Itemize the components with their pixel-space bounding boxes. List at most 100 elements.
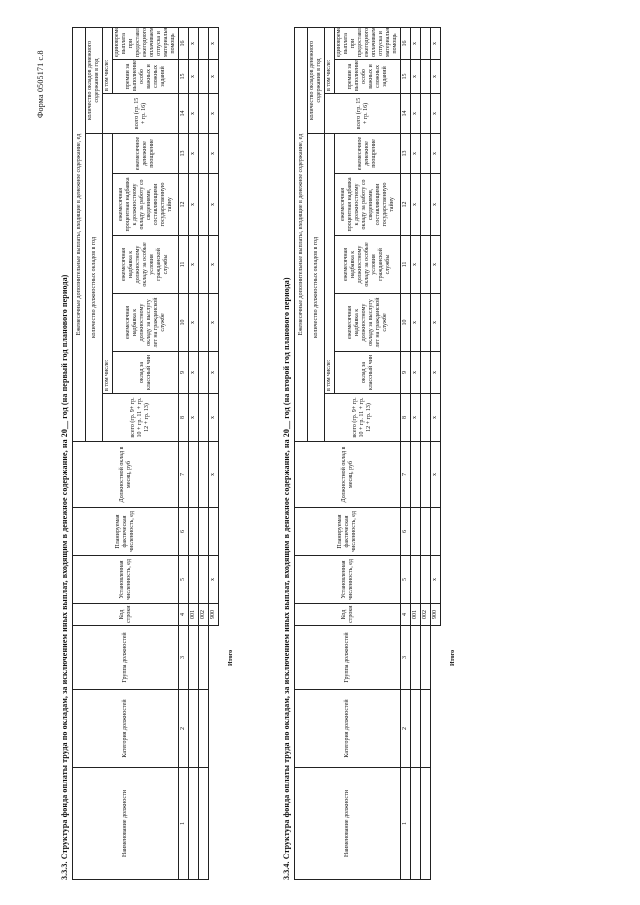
- cell-value[interactable]: [420, 293, 431, 352]
- cell-name[interactable]: [188, 767, 199, 880]
- header-vacation: единовременная выплата при предоставлени…: [112, 27, 179, 60]
- cell-value[interactable]: [198, 173, 209, 236]
- header-seniority: ежемесячная надбавка к должностному окла…: [112, 293, 179, 352]
- cell-value[interactable]: [420, 351, 431, 394]
- header-premium: премии за выполнение особо важных и слож…: [334, 59, 401, 94]
- cell-x: x: [208, 555, 219, 604]
- cell-planned[interactable]: [198, 507, 209, 556]
- cell-salary[interactable]: [420, 441, 431, 508]
- cell-x: x: [430, 93, 441, 134]
- cell-salary[interactable]: [198, 441, 209, 508]
- cell-x: x: [208, 441, 219, 508]
- cell-value[interactable]: [198, 235, 209, 294]
- header-qty-salaries: количество должностных окладов в год: [85, 133, 103, 442]
- cell-x: x: [430, 235, 441, 294]
- col-num: 14: [400, 93, 411, 134]
- header-class-rank: оклад за классный чин: [334, 351, 401, 394]
- cell-staff[interactable]: [410, 555, 421, 604]
- col-num: 5: [178, 555, 189, 604]
- cell-x: x: [430, 293, 441, 352]
- cell-x: x: [188, 235, 199, 294]
- cell-total-8[interactable]: [420, 393, 431, 442]
- col-num: 13: [178, 133, 189, 174]
- section-3-3-3: 3.3.3. Структура фонда оплаты труда по о…: [60, 27, 234, 880]
- cell-x: x: [188, 93, 199, 134]
- cell-name[interactable]: [410, 767, 421, 880]
- header-premium: премии за выполнение особо важных и слож…: [112, 59, 179, 94]
- cell-x: x: [430, 133, 441, 174]
- spacer: [209, 626, 219, 880]
- cell-name[interactable]: [198, 767, 209, 880]
- total-label: Итого: [228, 649, 234, 666]
- cell-group[interactable]: [420, 625, 431, 690]
- cell-value[interactable]: [198, 93, 209, 134]
- section-title: 3.3.4. Структура фонда оплаты труда по о…: [282, 277, 291, 880]
- cell-value[interactable]: [420, 27, 431, 60]
- table-row: 002: [198, 27, 209, 880]
- cell-staff[interactable]: [420, 555, 431, 604]
- col-num: 7: [400, 441, 411, 508]
- cell-value[interactable]: [420, 173, 431, 236]
- header-total-8: всего (гр. 9+ гр. 10 + гр. 11 + гр. 12 +…: [324, 393, 401, 442]
- cell-value[interactable]: [420, 133, 431, 174]
- cell-value[interactable]: [198, 293, 209, 352]
- form-reference: Форма 0505171 с.8: [36, 50, 45, 118]
- header-staff: Установленная численность, ед: [72, 555, 179, 604]
- cell-x: x: [410, 173, 421, 236]
- header-incl: в том числе:: [102, 133, 113, 394]
- cell-staff[interactable]: [198, 555, 209, 604]
- cell-staff[interactable]: [188, 555, 199, 604]
- header-incl-2: в том числе:: [324, 27, 335, 94]
- header-group: Группа должностей: [72, 625, 179, 690]
- cell-group[interactable]: [410, 625, 421, 690]
- col-num: 10: [400, 293, 411, 352]
- cell-x: x: [208, 393, 219, 442]
- cell-value[interactable]: [420, 235, 431, 294]
- col-num: 2: [400, 689, 411, 768]
- cell-group[interactable]: [198, 625, 209, 690]
- cell-x: x: [410, 293, 421, 352]
- header-class-rank: оклад за классный чин: [112, 351, 179, 394]
- header-special: ежемесячная надбавка к должностному окла…: [334, 235, 401, 294]
- cell-planned[interactable]: [420, 507, 431, 556]
- cell-planned[interactable]: [410, 507, 421, 556]
- cell-category[interactable]: [188, 689, 199, 768]
- cell-x: x: [410, 133, 421, 174]
- cell-salary[interactable]: [410, 441, 421, 508]
- col-num: 1: [178, 767, 189, 880]
- salary-structure-table: Наименование должности Категория должнос…: [294, 27, 441, 880]
- table-row: 001 x x x x x x x x x: [410, 27, 421, 880]
- section-3-3-4: 3.3.4. Структура фонда оплаты труда по о…: [282, 27, 456, 880]
- cell-x: x: [188, 133, 199, 174]
- header-monthly: Ежемесячные дополнительные выплаты, вход…: [294, 27, 308, 442]
- total-row: 900 x x x x x x x x x x x: [208, 27, 219, 880]
- section-title: 3.3.3. Структура фонда оплаты труда по о…: [60, 274, 69, 880]
- header-total-8: всего (гр. 9+ гр. 10 + гр. 11 + гр. 12 +…: [102, 393, 179, 442]
- cell-code: 001: [410, 603, 421, 626]
- cell-x: x: [430, 173, 441, 236]
- header-incl: в том числе:: [324, 133, 335, 394]
- col-num: 6: [400, 507, 411, 556]
- header-monthly: Ежемесячные дополнительные выплаты, вход…: [72, 27, 86, 442]
- cell-total-planned[interactable]: [430, 507, 441, 556]
- cell-code: 002: [420, 603, 431, 626]
- cell-category[interactable]: [198, 689, 209, 768]
- cell-planned[interactable]: [188, 507, 199, 556]
- cell-x: x: [430, 351, 441, 394]
- cell-group[interactable]: [188, 625, 199, 690]
- cell-x: x: [208, 293, 219, 352]
- cell-value[interactable]: [420, 59, 431, 94]
- cell-x: x: [188, 173, 199, 236]
- cell-value[interactable]: [198, 133, 209, 174]
- cell-category[interactable]: [420, 689, 431, 768]
- cell-category[interactable]: [410, 689, 421, 768]
- cell-total-8[interactable]: [198, 393, 209, 442]
- col-num: 8: [178, 393, 189, 442]
- cell-salary[interactable]: [188, 441, 199, 508]
- cell-total-planned[interactable]: [208, 507, 219, 556]
- cell-value[interactable]: [198, 351, 209, 394]
- cell-value[interactable]: [420, 93, 431, 134]
- cell-name[interactable]: [420, 767, 431, 880]
- cell-value[interactable]: [198, 59, 209, 94]
- cell-value[interactable]: [198, 27, 209, 60]
